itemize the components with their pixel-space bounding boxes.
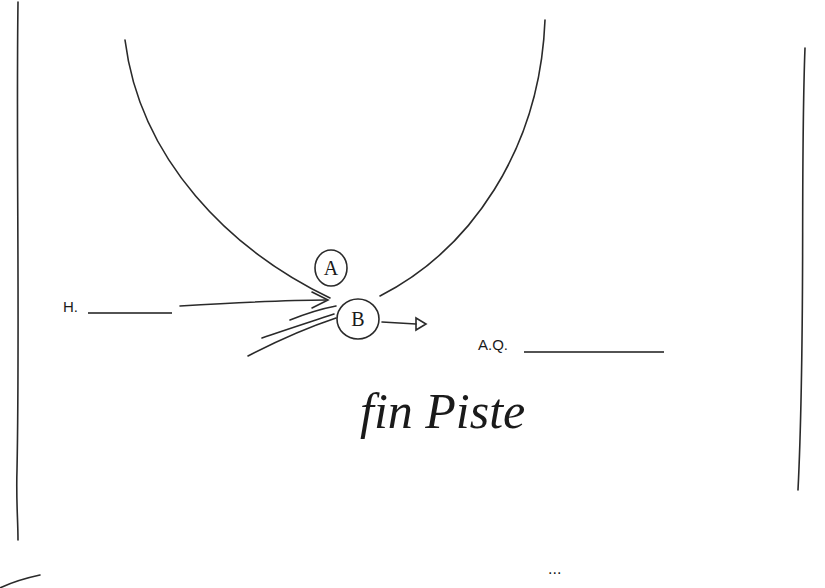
scribble	[248, 306, 336, 356]
left-border-line	[17, 2, 18, 540]
corner-stroke	[0, 575, 40, 588]
blank-line	[524, 351, 664, 352]
arrow-line	[382, 322, 416, 324]
node-letter: A	[324, 258, 338, 278]
right-border-line	[798, 48, 805, 490]
circle-node: A	[314, 249, 348, 287]
handwritten-note: fin Piste	[360, 383, 525, 439]
arrow-head	[416, 318, 426, 330]
arrow-line	[180, 300, 326, 306]
ellipsis: ...	[548, 560, 561, 577]
node-letter: B	[351, 309, 364, 329]
blank-label: H.	[63, 298, 78, 315]
slope-curve	[125, 20, 545, 298]
circle-node: B	[336, 298, 380, 340]
blank-label: A.Q.	[478, 336, 508, 353]
blank-line	[88, 312, 172, 313]
arrow-head	[312, 292, 328, 308]
